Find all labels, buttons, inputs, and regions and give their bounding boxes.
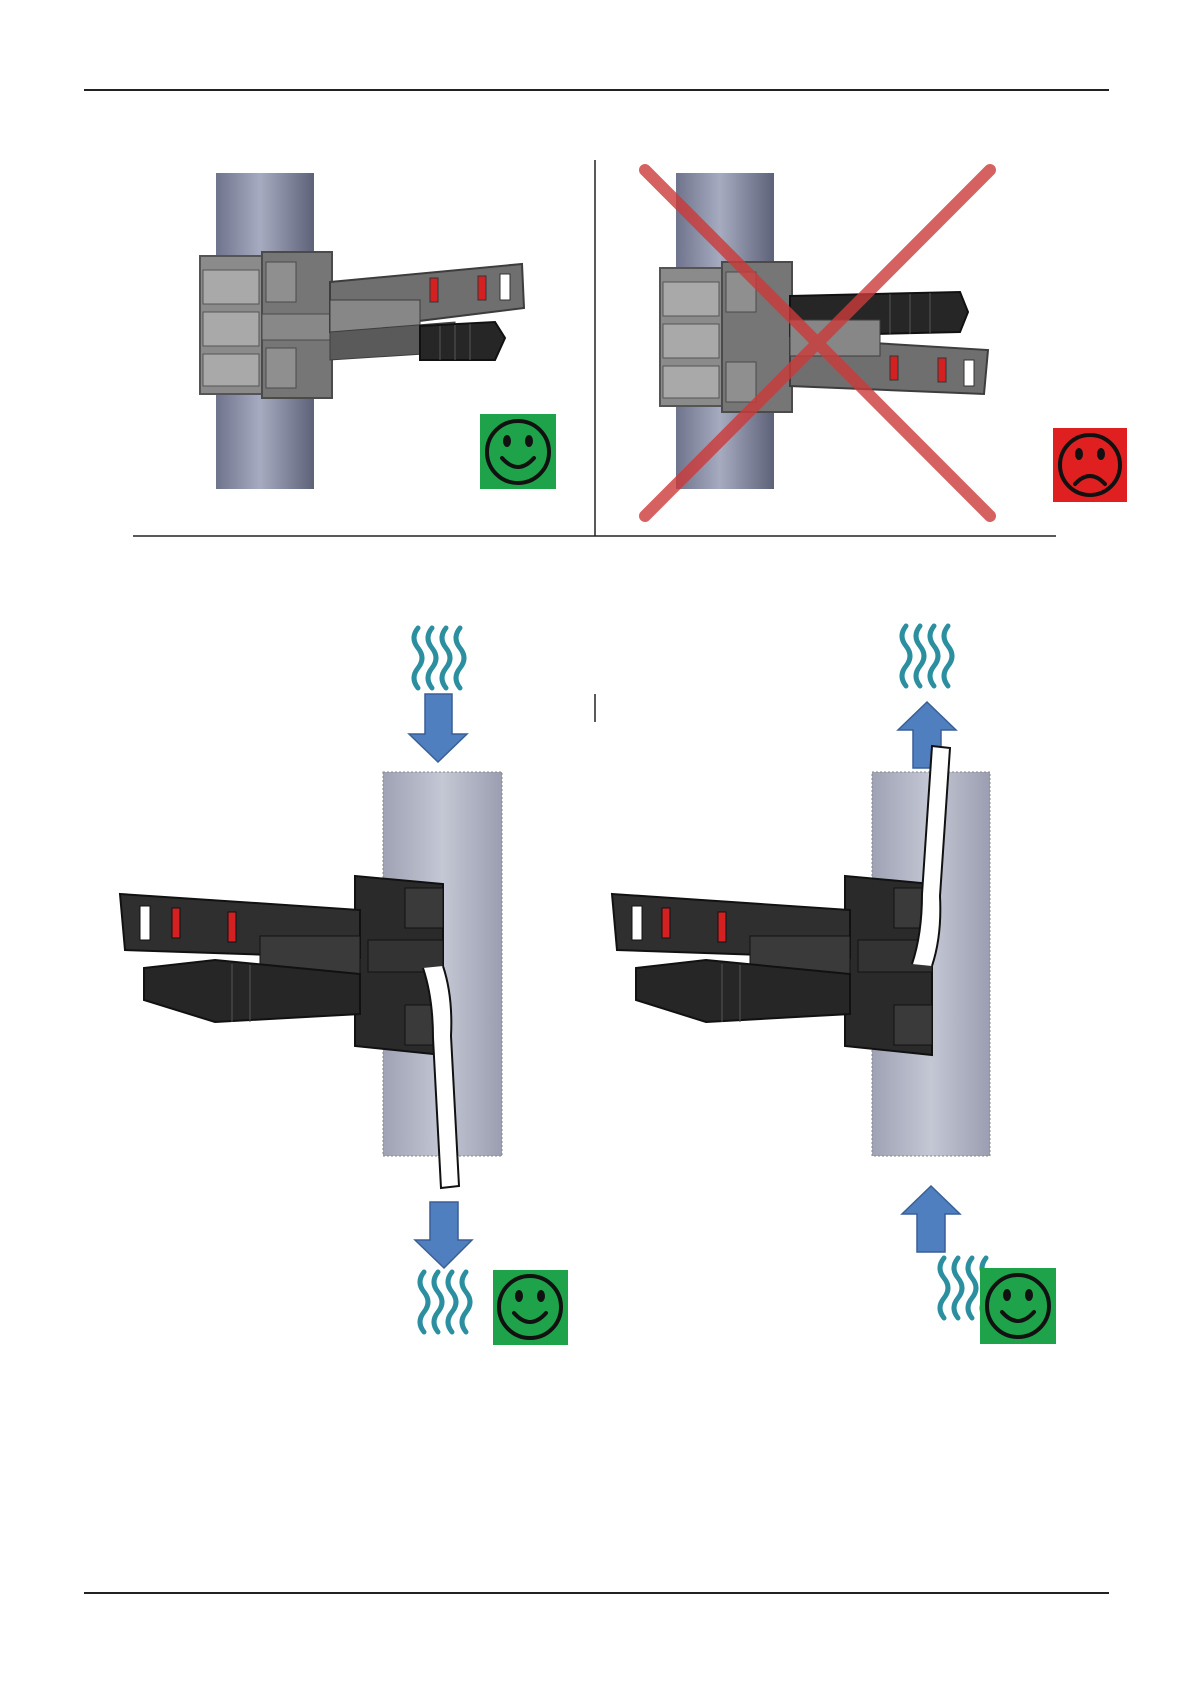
arrow-down-icon (415, 1202, 472, 1268)
waves-icon (414, 628, 464, 688)
smiley-happy-icon (980, 1268, 1056, 1344)
cable-gland (420, 322, 505, 360)
smiley-happy-icon (480, 414, 556, 489)
waves-icon (420, 1272, 470, 1332)
smiley-sad-icon (1053, 428, 1127, 502)
clamp (845, 876, 932, 1055)
arrow-down-icon (409, 694, 467, 762)
arrow-up-icon (902, 1186, 960, 1252)
clamp (355, 876, 443, 1055)
waves-icon (902, 626, 952, 686)
smiley-happy-icon (493, 1270, 568, 1345)
panel-bottom-right (612, 626, 1056, 1344)
panel-top-right (645, 170, 1127, 516)
panel-bottom-left (120, 628, 568, 1345)
clamp (200, 252, 332, 398)
panel-top-left (200, 173, 556, 489)
